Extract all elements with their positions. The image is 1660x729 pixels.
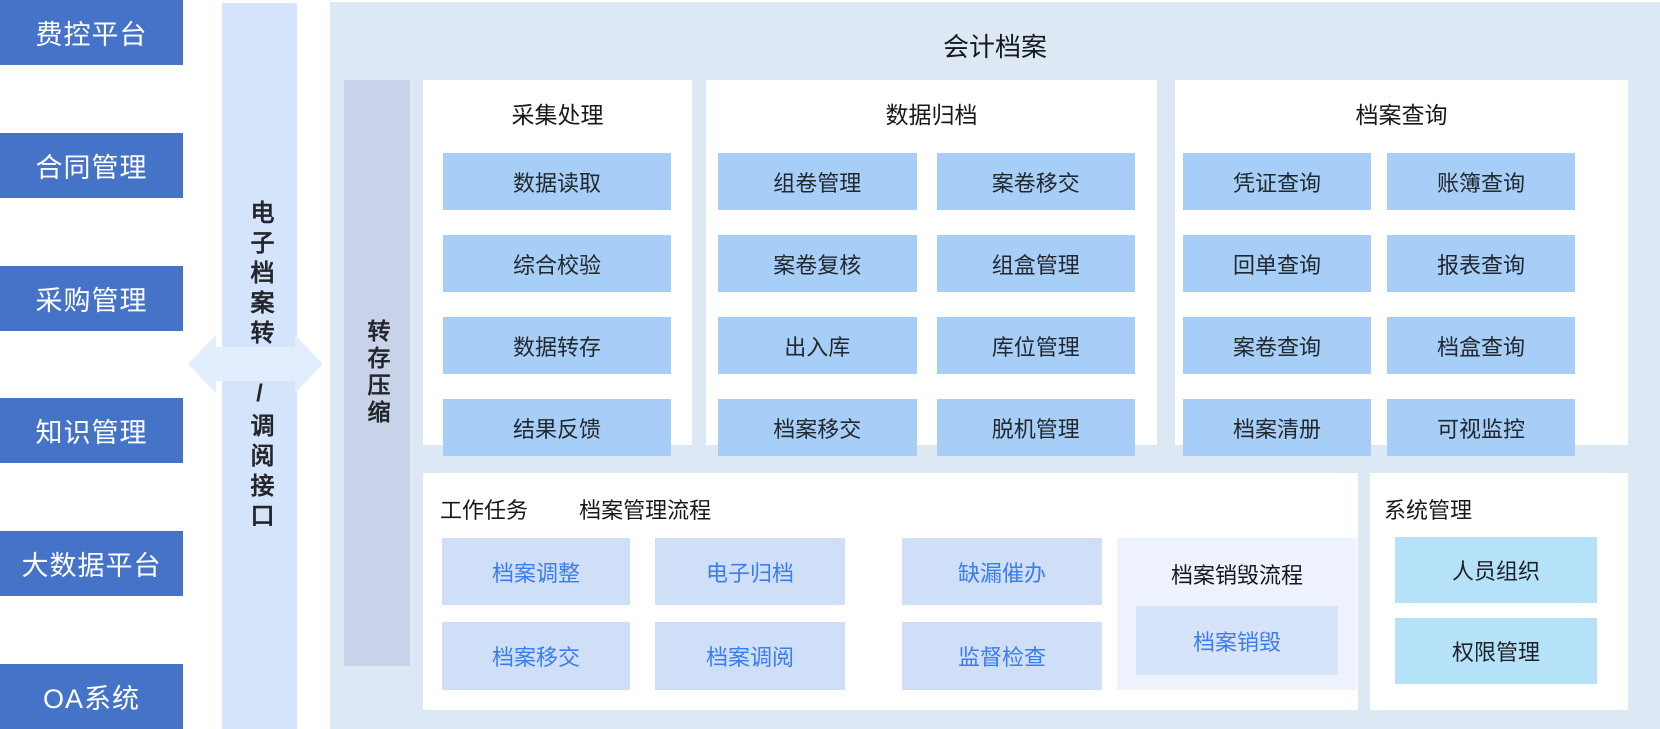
arrow-left-head <box>188 335 216 393</box>
module-button: 脱机管理 <box>936 399 1135 456</box>
panel-data-archiving: 数据归档 组卷管理 案卷移交 案卷复核 组盒管理 出入库 库位管理 档案移交 脱… <box>706 80 1157 456</box>
module-button: 案卷复核 <box>718 235 917 292</box>
panel-archive-destruction: 档案销毁流程 档案销毁 <box>1117 538 1357 690</box>
panel-archive-query: 档案查询 凭证查询 账簿查询 回单查询 报表查询 案卷查询 档盒查询 档案清册 … <box>1175 80 1628 456</box>
panel-system-management: 系统管理 人员组织 权限管理 <box>1370 473 1628 710</box>
arrow-body <box>214 347 297 381</box>
system-management-title: 系统管理 <box>1384 498 1473 523</box>
external-systems-column: 费控平台 合同管理 采购管理 知识管理 大数据平台 OA系统 <box>0 0 183 729</box>
module-button: 凭证查询 <box>1183 153 1371 210</box>
external-system-box: 知识管理 <box>0 398 183 464</box>
module-button: 档案清册 <box>1183 399 1371 456</box>
process-button: 档案移交 <box>442 622 630 690</box>
destruction-panel-title: 档案销毁流程 <box>1170 563 1303 588</box>
module-button: 出入库 <box>718 317 917 374</box>
external-system-box: 采购管理 <box>0 265 183 331</box>
transfer-compress-label: 转存压缩 <box>364 319 390 427</box>
external-system-box: 合同管理 <box>0 132 183 198</box>
panel-title: 采集处理 <box>511 102 604 128</box>
module-button: 可视监控 <box>1387 399 1575 456</box>
module-button-list: 数据读取 综合校验 数据转存 结果反馈 <box>443 153 671 456</box>
module-button: 综合校验 <box>443 235 671 292</box>
process-button: 档案销毁 <box>1136 606 1338 675</box>
panel-title: 数据归档 <box>885 102 978 128</box>
module-button: 档盒查询 <box>1387 317 1575 374</box>
external-system-box: 费控平台 <box>0 0 183 65</box>
module-button: 账簿查询 <box>1387 153 1575 210</box>
panel-collection-processing: 采集处理 数据读取 综合校验 数据转存 结果反馈 <box>423 80 692 456</box>
module-button: 组卷管理 <box>718 153 917 210</box>
panel-work-tasks: 工作任务 档案管理流程 档案调整 电子归档 缺漏催办 档案移交 档案调阅 监督检… <box>423 473 1358 710</box>
bidirectional-arrow-icon <box>188 335 323 393</box>
process-button: 档案调整 <box>442 538 630 605</box>
module-button-grid: 凭证查询 账簿查询 回单查询 报表查询 案卷查询 档盒查询 档案清册 可视监控 <box>1183 153 1575 456</box>
panel-title: 档案查询 <box>1355 102 1448 128</box>
external-system-box: 大数据平台 <box>0 531 183 597</box>
module-button: 数据读取 <box>443 153 671 210</box>
module-button: 权限管理 <box>1395 618 1597 684</box>
module-button: 库位管理 <box>936 317 1135 374</box>
process-button: 缺漏催办 <box>902 538 1102 605</box>
work-tasks-header: 工作任务 档案管理流程 <box>423 473 1358 525</box>
module-button: 数据转存 <box>443 317 671 374</box>
module-button: 回单查询 <box>1183 235 1371 292</box>
module-button: 报表查询 <box>1387 235 1575 292</box>
accounting-archive-panel: 会计档案 转存压缩 采集处理 数据读取 综合校验 数据转存 结果反馈 数据归档 … <box>330 2 1660 729</box>
process-button: 电子归档 <box>655 538 845 605</box>
external-system-box: OA系统 <box>0 663 183 729</box>
archive-process-subtitle: 档案管理流程 <box>579 498 712 523</box>
module-button: 档案移交 <box>718 399 917 456</box>
arrow-right-head <box>295 335 323 393</box>
module-button: 人员组织 <box>1395 537 1597 603</box>
module-button: 案卷移交 <box>936 153 1135 210</box>
module-button: 案卷查询 <box>1183 317 1371 374</box>
page-title: 会计档案 <box>942 32 1047 62</box>
module-button: 结果反馈 <box>443 399 671 456</box>
module-button: 组盒管理 <box>936 235 1135 292</box>
module-button-grid: 组卷管理 案卷移交 案卷复核 组盒管理 出入库 库位管理 档案移交 脱机管理 <box>718 153 1135 456</box>
transfer-compress-bar: 转存压缩 <box>344 80 410 666</box>
process-button: 档案调阅 <box>655 622 845 690</box>
work-tasks-title: 工作任务 <box>440 498 529 523</box>
process-button: 监督检查 <box>902 622 1102 690</box>
